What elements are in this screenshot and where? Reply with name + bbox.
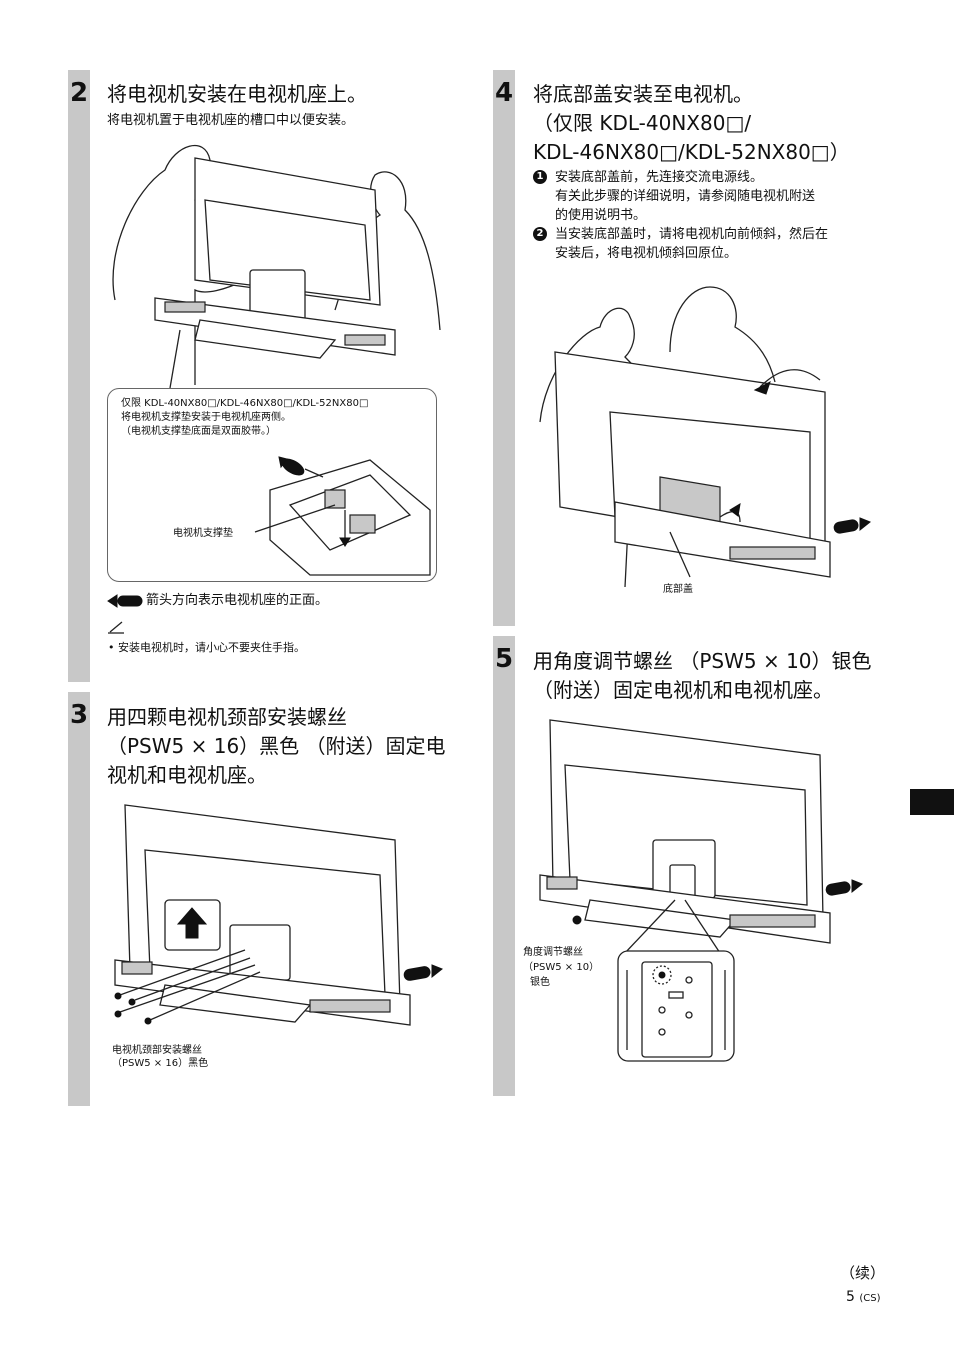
step-4-title: 将底部盖安装至电视机。 （仅限 KDL-40NX80□/ KDL-46NX80□… xyxy=(533,82,850,164)
continued-label: （续） xyxy=(840,1264,886,1282)
callout-line-2: （电视机支撑垫底面是双面胶带。） xyxy=(121,426,276,437)
step-5-detail-callout xyxy=(617,950,735,1062)
neck-screw-label-1: 电视机颈部安装螺丝 xyxy=(112,1045,202,1056)
arrow-note: 箭头方向表示电视机座的正面。 xyxy=(146,593,329,608)
step-4-bar xyxy=(493,70,515,626)
step-4-instructions: 1 安装底部盖前，先连接交流电源线。 有关此步骤的详细说明，请参阅随电视机附送 … xyxy=(533,168,893,263)
step-4-item-1-marker: 1 xyxy=(533,170,547,184)
step-4-item-1-line-3: 的使用说明书。 xyxy=(555,208,647,223)
step-4-number: 4 xyxy=(495,78,514,108)
step-4-item-2-marker: 2 xyxy=(533,227,547,241)
step-2-number: 2 xyxy=(70,78,89,108)
step-2-title: 将电视机安装在电视机座上。 xyxy=(107,82,367,106)
page-number-block: 5 (CS) xyxy=(846,1288,881,1308)
step-4-item-1-line-2: 有关此步骤的详细说明，请参阅随电视机附送 xyxy=(555,189,816,204)
step-3-illustration xyxy=(114,804,411,1026)
step-3-title: 用四颗电视机颈部安装螺丝 （PSW5 × 16）黑色 （附送）固定电 视机和电视… xyxy=(107,705,446,787)
step-3-bar xyxy=(68,692,90,1106)
step-4-item-2-line-2: 安装后，将电视机倾斜回原位。 xyxy=(555,246,738,261)
step-4-item-1: 1 安装底部盖前，先连接交流电源线。 有关此步骤的详细说明，请参阅随电视机附送 … xyxy=(533,168,893,225)
page-language: (CS) xyxy=(859,1293,881,1304)
step-5-title: 用角度调节螺丝 （PSW5 × 10）银色 （附送）固定电视机和电视机座。 xyxy=(533,649,872,702)
front-arrow-icon xyxy=(825,879,863,896)
front-arrow-icon xyxy=(278,456,324,478)
step-2-illustration xyxy=(112,144,441,389)
angle-screw-label-2: （PSW5 × 10） xyxy=(523,962,600,973)
language-side-tab xyxy=(910,789,954,815)
neck-screw-label-2: （PSW5 × 16）黑色 xyxy=(112,1058,209,1069)
support-pad-label: 电视机支撑垫 xyxy=(173,528,233,539)
step-2-bar xyxy=(68,70,90,682)
page-number: 5 xyxy=(846,1289,855,1305)
pencil-note-icon xyxy=(108,621,124,634)
step-5-bar xyxy=(493,636,515,1096)
front-arrow-icon xyxy=(833,517,871,534)
step-5-number: 5 xyxy=(495,644,514,674)
step-5-illustration xyxy=(539,719,831,954)
support-pad-illustration xyxy=(269,459,431,576)
angle-screw-label-3: 银色 xyxy=(530,977,550,988)
step-2-subtitle: 将电视机置于电视机座的槽口中以便安装。 xyxy=(107,113,355,128)
step-4-item-2: 2 当安装底部盖时，请将电视机向前倾斜，然后在 安装后，将电视机倾斜回原位。 xyxy=(533,225,893,263)
front-arrow-icon xyxy=(107,594,143,608)
step-4-illustration xyxy=(539,286,831,588)
step-3-number: 3 xyxy=(70,700,89,730)
support-pad-leader xyxy=(254,504,336,533)
angle-screw-label-1: 角度调节螺丝 xyxy=(523,947,583,958)
callout-title: 仅限 KDL-40NX80□/KDL-46NX80□/KDL-52NX80□ xyxy=(121,398,369,409)
front-arrow-icon xyxy=(403,964,443,981)
bottom-cover-label: 底部盖 xyxy=(663,584,693,595)
step-4-item-2-line-1: 当安装底部盖时，请将电视机向前倾斜，然后在 xyxy=(555,227,829,242)
caution-note: • 安装电视机时，请小心不要夹住手指。 xyxy=(108,641,305,654)
callout-line-1: 将电视机支撑垫安装于电视机座两侧。 xyxy=(121,412,291,423)
step-4-item-1-line-1: 安装底部盖前，先连接交流电源线。 xyxy=(555,170,764,185)
